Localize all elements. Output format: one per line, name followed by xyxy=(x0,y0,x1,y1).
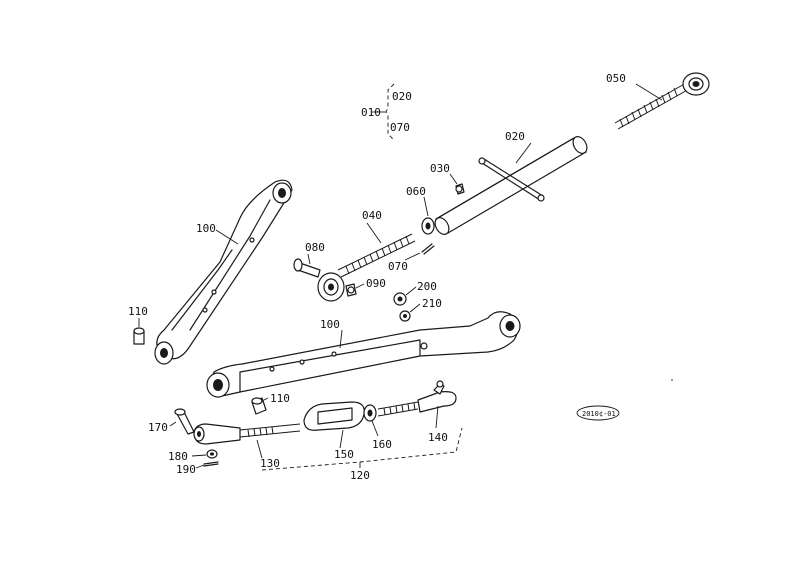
label-110-right: 110 xyxy=(270,392,290,405)
threaded-end-140 xyxy=(377,380,457,429)
turnbuckle-body-150 xyxy=(303,401,365,449)
lock-nut-060 xyxy=(421,196,435,235)
label-070: 070 xyxy=(388,260,408,273)
speck xyxy=(671,379,673,381)
top-link-tube-020 xyxy=(434,136,588,235)
threaded-end-130 xyxy=(193,423,301,459)
label-090: 090 xyxy=(366,277,386,290)
label-010: 010 xyxy=(361,106,381,119)
lower-link-100 xyxy=(206,311,521,398)
lift-rod-100-left xyxy=(154,179,293,365)
label-190: 190 xyxy=(176,463,196,476)
right-threaded-end-050 xyxy=(614,72,710,130)
label-020-upper: 020 xyxy=(392,90,412,103)
pin-070 xyxy=(404,243,435,261)
label-210: 210 xyxy=(422,297,442,310)
assembly-bracket-010 xyxy=(372,83,395,141)
assembly-bracket-120 xyxy=(261,427,463,471)
label-050: 050 xyxy=(606,72,626,85)
label-100-center: 100 xyxy=(320,318,340,331)
label-060: 060 xyxy=(406,185,426,198)
label-110-left: 110 xyxy=(128,305,148,318)
label-150: 150 xyxy=(334,448,354,461)
label-140: 140 xyxy=(428,431,448,444)
label-100-left: 100 xyxy=(196,222,216,235)
left-threaded-end-040 xyxy=(317,222,416,302)
washers-200-210 xyxy=(393,286,421,322)
drawing-code-stamp: 2010¢-01 xyxy=(576,405,620,421)
bolt-170 xyxy=(169,408,195,435)
drawing-code: 2010¢-01 xyxy=(582,410,616,418)
washer-nut-180-190 xyxy=(191,449,219,469)
label-020: 020 xyxy=(505,130,525,143)
label-120: 120 xyxy=(350,469,370,482)
label-160: 160 xyxy=(372,438,392,451)
label-070-upper: 070 xyxy=(390,121,410,134)
label-130: 130 xyxy=(260,457,280,470)
pins-110 xyxy=(133,318,269,415)
label-080: 080 xyxy=(305,241,325,254)
label-170: 170 xyxy=(148,421,168,434)
clip-090 xyxy=(345,283,365,297)
label-180: 180 xyxy=(168,450,188,463)
pin-080 xyxy=(293,253,321,278)
label-200: 200 xyxy=(417,280,437,293)
spring-pin-030 xyxy=(449,173,465,195)
label-030: 030 xyxy=(430,162,450,175)
label-040: 040 xyxy=(362,209,382,222)
lock-nut-160 xyxy=(363,404,379,437)
